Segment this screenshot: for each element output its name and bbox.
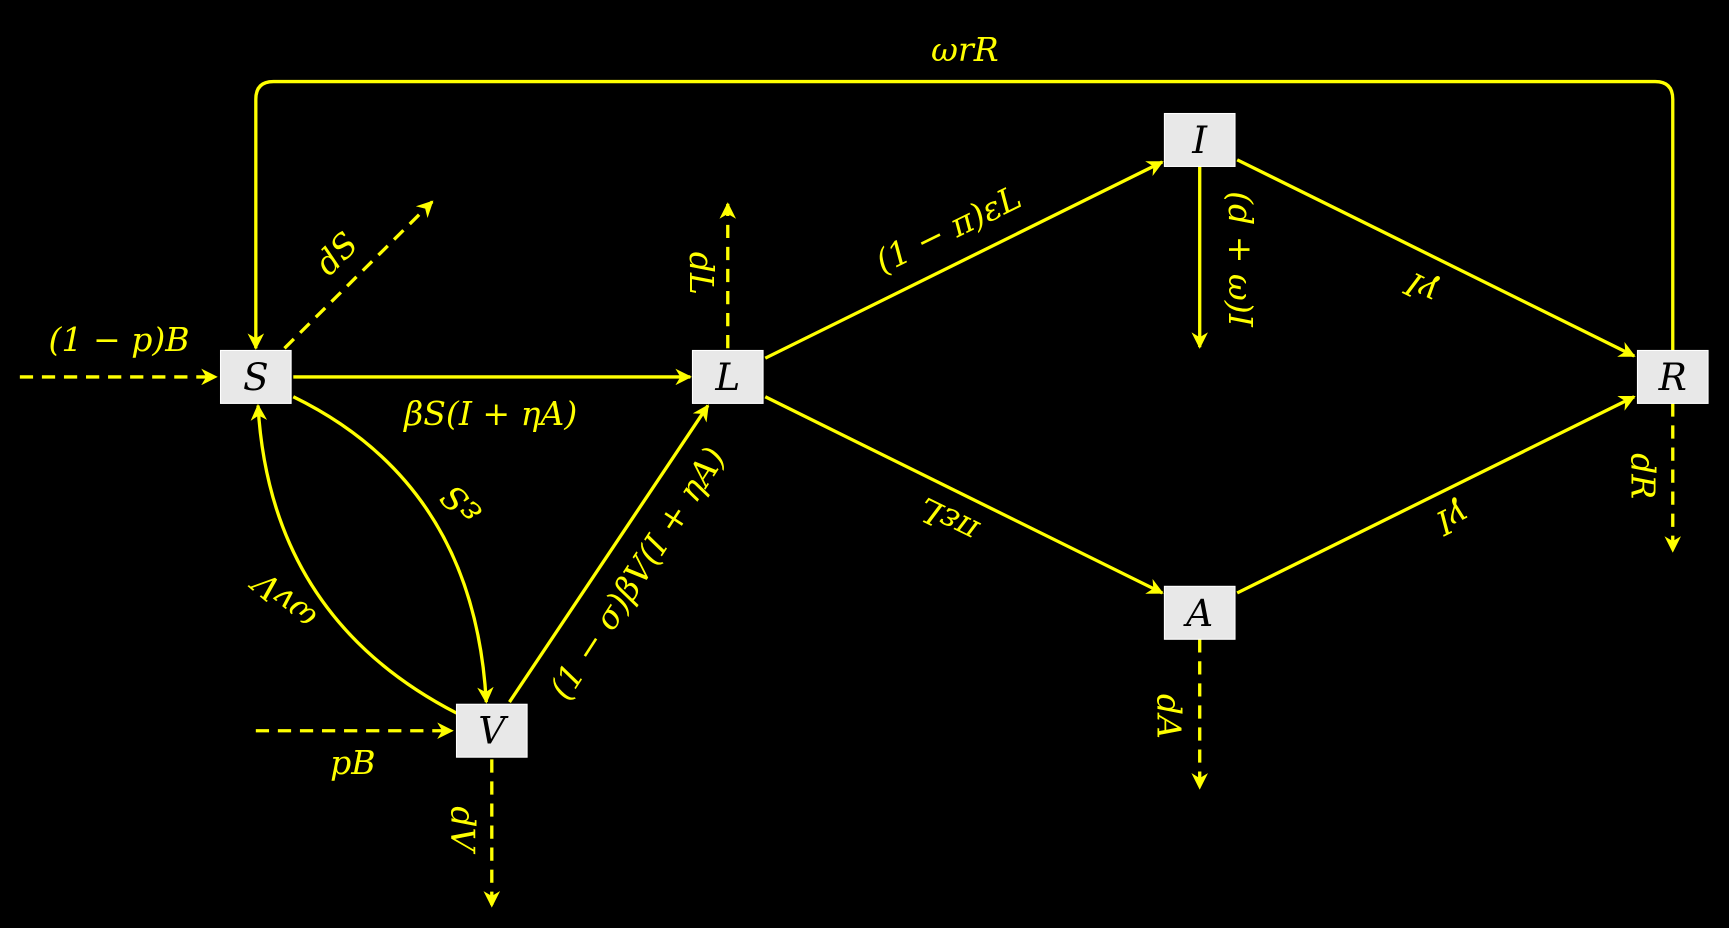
label-removal-I: (d + ω)I — [1221, 191, 1260, 328]
label-waning-V: ωvV — [243, 561, 324, 638]
label-birth-unvaccinated: (1 − p)B — [49, 320, 190, 359]
edge-A-to-R — [1236, 395, 1636, 595]
edge-death-S — [283, 200, 434, 350]
label-death-R: dR — [1623, 453, 1662, 499]
label-death-S: dS — [307, 224, 366, 283]
edge-L-to-A — [764, 395, 1164, 595]
node-L-label: L — [714, 355, 740, 399]
edge-V-to-L — [508, 404, 710, 703]
node-S-label: S — [243, 355, 269, 399]
edge-I-to-R — [1236, 158, 1636, 358]
edge-S-to-V — [292, 395, 494, 704]
label-death-A: dA — [1149, 694, 1188, 739]
node-V: V — [455, 703, 528, 758]
node-I: I — [1163, 112, 1236, 167]
label-progression-I: (1 − π)εL — [869, 177, 1027, 281]
label-infection-V: (1 − σ)βV(I + ηA) — [541, 440, 733, 706]
label-recovery-A: γI — [1429, 493, 1476, 543]
label-vaccination: εS — [433, 477, 489, 533]
node-V-label: V — [478, 709, 509, 753]
node-I-label: I — [1191, 118, 1208, 162]
node-L: L — [691, 349, 764, 404]
node-A: A — [1163, 585, 1236, 640]
node-S: S — [219, 349, 292, 404]
node-A-label: A — [1183, 591, 1213, 635]
label-death-V: dV — [444, 806, 483, 854]
edge-V-to-S — [250, 403, 458, 715]
label-infection-S: βS(I + ηA) — [402, 394, 577, 433]
label-recovery-I: γI — [1398, 264, 1445, 314]
node-R-label: R — [1658, 355, 1687, 399]
edge-R-to-S — [247, 79, 1675, 351]
label-waning-R: ωrR — [931, 30, 999, 69]
label-death-L: dL — [682, 252, 721, 295]
edge-L-to-I — [764, 160, 1164, 360]
node-R: R — [1636, 349, 1709, 404]
label-birth-vaccinated: pB — [330, 743, 375, 782]
